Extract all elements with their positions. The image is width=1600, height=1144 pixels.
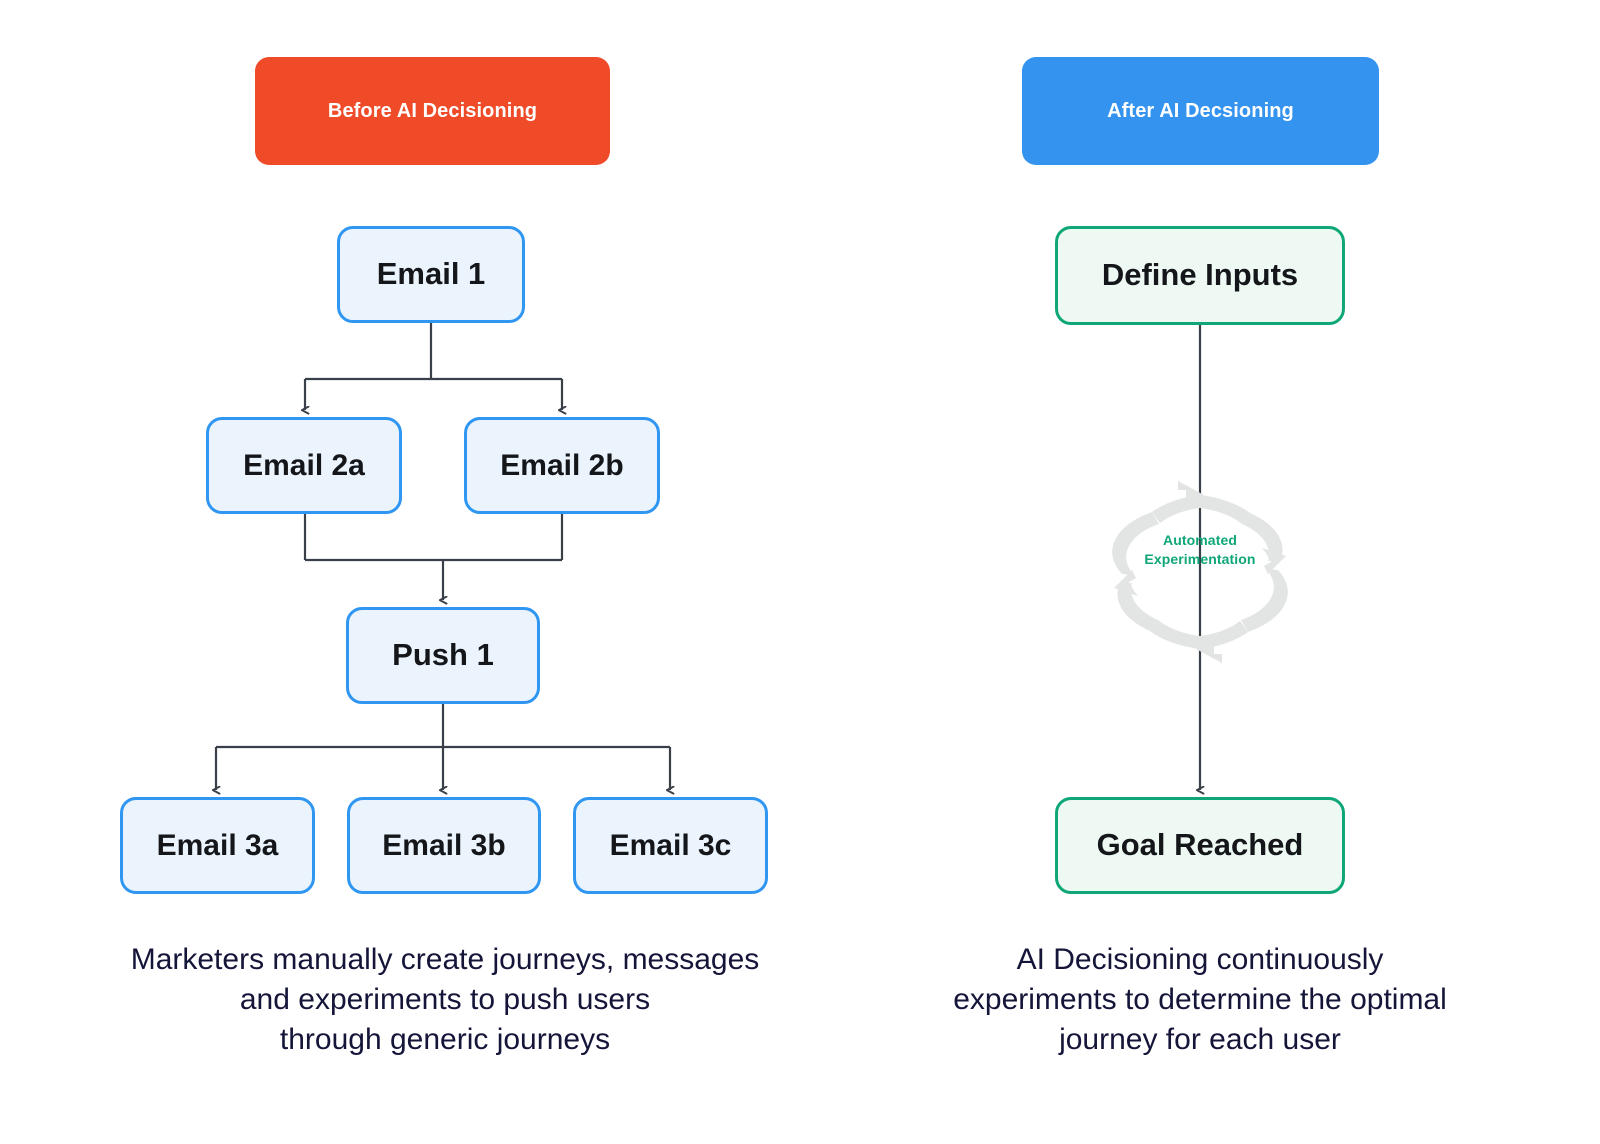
loop-label-line-2: Experimentation (1144, 550, 1256, 567)
node-push-1[interactable]: Push 1 (346, 607, 540, 704)
node-email-2a-label: Email 2a (243, 449, 365, 482)
node-email-2b-label: Email 2b (500, 449, 624, 482)
node-push-1-label: Push 1 (392, 637, 494, 673)
node-email-1[interactable]: Email 1 (337, 226, 525, 323)
node-define-inputs-label: Define Inputs (1101, 257, 1299, 293)
caption-before-line-3: through generic journeys (279, 1022, 611, 1056)
node-goal-reached[interactable]: Goal Reached (1055, 797, 1345, 894)
node-goal-reached-label: Goal Reached (1096, 827, 1304, 863)
node-email-3b[interactable]: Email 3b (347, 797, 541, 894)
caption-before-line-1: Marketers manually create journeys, mess… (130, 943, 760, 976)
caption-after-line-3: journey for each user (1059, 1022, 1341, 1056)
header-after-label: After AI Decsioning (1107, 99, 1294, 122)
node-email-2a[interactable]: Email 2a (206, 417, 402, 514)
header-before-label: Before AI Decisioning (327, 99, 538, 122)
node-email-3a[interactable]: Email 3a (120, 797, 315, 894)
node-email-2b[interactable]: Email 2b (464, 417, 660, 514)
node-define-inputs[interactable]: Define Inputs (1055, 226, 1345, 325)
header-pill-after: After AI Decsioning (1022, 57, 1379, 165)
caption-after: AI Decisioning continuously experiments … (880, 940, 1520, 1060)
caption-after-line-1: AI Decisioning continuously (1016, 943, 1384, 976)
loop-label: Automated Experimentation (1120, 531, 1280, 569)
header-pill-before: Before AI Decisioning (255, 57, 610, 165)
loop-label-line-1: Automated (1162, 532, 1237, 548)
node-email-3c[interactable]: Email 3c (573, 797, 768, 894)
caption-after-line-2: experiments to determine the optimal (953, 982, 1447, 1016)
automated-experimentation-loop-icon (1112, 481, 1288, 663)
node-email-3b-label: Email 3b (382, 829, 506, 862)
caption-before: Marketers manually create journeys, mess… (70, 940, 820, 1060)
node-email-1-label: Email 1 (376, 256, 486, 292)
node-email-3a-label: Email 3a (156, 829, 279, 862)
node-email-3c-label: Email 3c (609, 829, 732, 862)
caption-before-line-2: and experiments to push users (239, 982, 651, 1016)
